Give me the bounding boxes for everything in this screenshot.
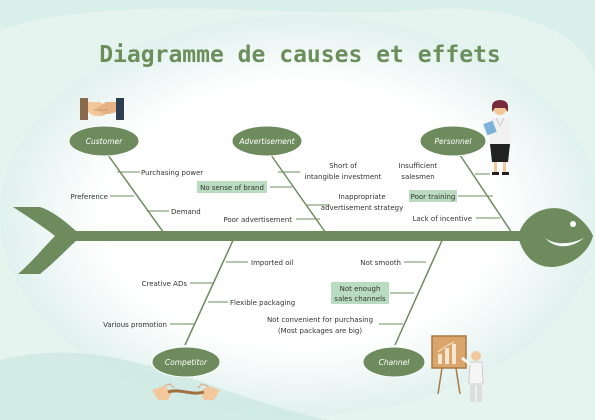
cause-preference: Preference [70, 193, 108, 201]
cause-various-promotion: Various promotion [103, 321, 167, 329]
cause-labels: Purchasing power Preference Demand Short… [70, 162, 472, 335]
highlight-boxes [197, 181, 457, 304]
node-customer-label: Customer [86, 137, 123, 146]
node-channel: Channel [362, 346, 426, 378]
fish-tail-and-spine [13, 207, 520, 274]
node-competitor-label: Competitor [165, 358, 208, 367]
cause-inappropriate-line1: Inappropriate [338, 193, 385, 201]
node-advertisement: Advertisement [231, 125, 303, 157]
node-competitor: Competitor [151, 346, 221, 378]
node-advertisement-label: Advertisement [238, 137, 295, 146]
diagram-title: Diagramme de causes et effets [99, 42, 501, 68]
businesswoman-icon [483, 100, 511, 175]
presentation-board-icon [431, 335, 484, 402]
cause-not-smooth: Not smooth [360, 259, 401, 267]
bone-customer [107, 154, 167, 237]
tug-of-war-icon [152, 383, 220, 400]
bone-competitor [184, 235, 236, 346]
bone-channel [394, 235, 445, 346]
background-glow [0, 15, 595, 415]
handshake-icon [80, 98, 124, 120]
cause-demand: Demand [171, 208, 201, 216]
cause-flexible-packaging: Flexible packaging [230, 299, 295, 307]
node-personnel: Personnel [419, 125, 487, 157]
cause-insufficient-line1: Insufficient [399, 162, 438, 170]
cause-creative-ads: Creative ADs [142, 280, 188, 288]
cause-not-enough-line2: sales channels [334, 295, 386, 303]
cause-imported-oil: Imported oil [251, 259, 293, 267]
cause-short-of-line1: Short of [329, 162, 357, 170]
node-personnel-label: Personnel [435, 137, 473, 146]
fish-mouth [545, 238, 584, 247]
background-wave [0, 352, 330, 420]
cause-insufficient-line2: salesmen [401, 173, 434, 181]
cause-poor-training: Poor training [411, 193, 456, 201]
cause-poor-advertisement: Poor advertisement [223, 216, 292, 224]
cause-inappropriate-line2: advertisement strategy [321, 204, 403, 212]
cause-not-enough-line1: Not enough [340, 285, 381, 293]
node-customer: Customer [68, 125, 140, 157]
fish-eye [570, 221, 576, 227]
cause-not-convenient-line2: (Most packages are big) [278, 327, 362, 335]
cause-short-of-line2: intangible investment [305, 173, 382, 181]
cause-purchasing-power: Purchasing power [141, 169, 203, 177]
node-channel-label: Channel [379, 358, 411, 367]
cause-no-sense-of-brand: No sense of brand [200, 184, 264, 192]
cause-not-convenient-line1: Not convenient for purchasing [267, 316, 373, 324]
bone-advertisement [270, 154, 329, 237]
sub-bones [110, 171, 500, 325]
cause-lack-of-incentive: Lack of incentive [413, 215, 472, 223]
